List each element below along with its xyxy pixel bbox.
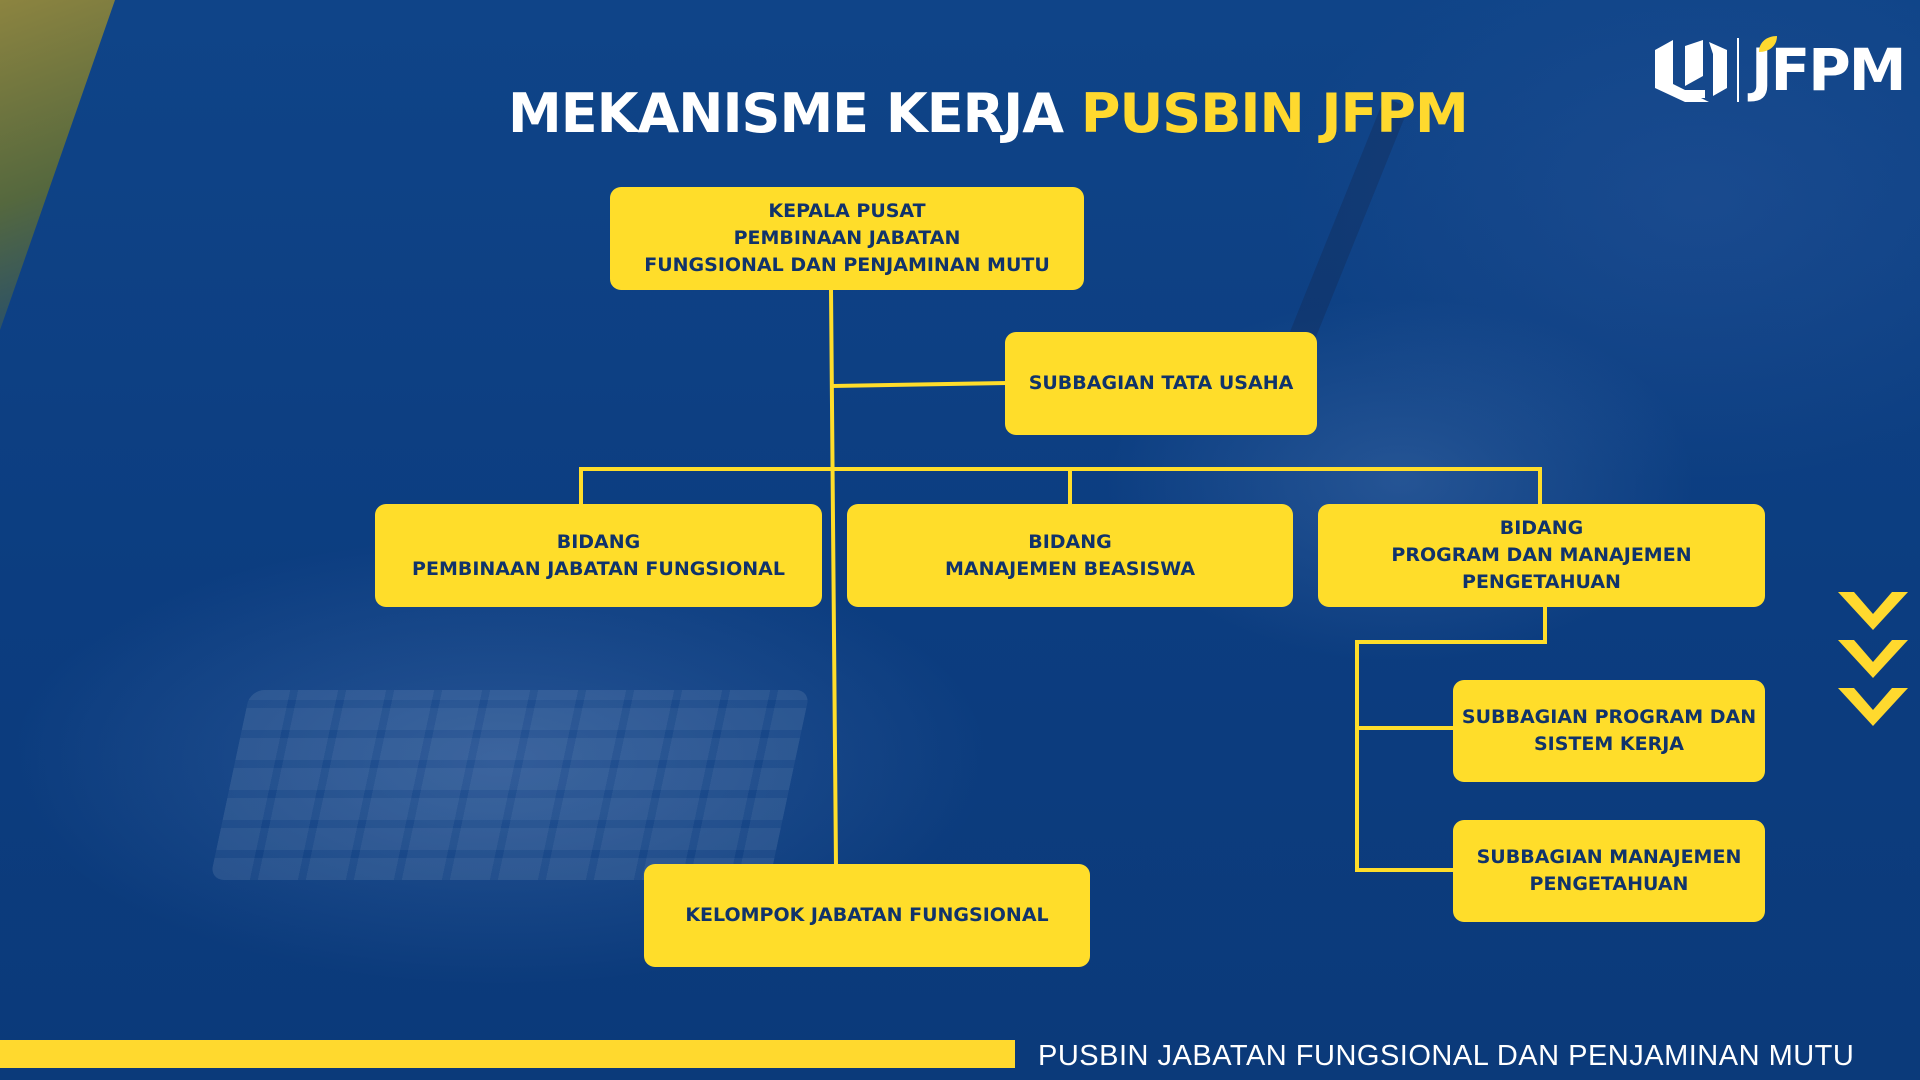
- logo-wordmark: JFPM: [1751, 36, 1906, 104]
- jfpm-logo: JFPM: [1655, 36, 1906, 106]
- footer-text: PUSBIN JABATAN FUNGSIONAL DAN PENJAMINAN…: [1038, 1040, 1855, 1072]
- box-kepala-pusat: KEPALA PUSAT PEMBINAAN JABATAN FUNGSIONA…: [610, 187, 1084, 290]
- box-subbagian-tata-usaha: SUBBAGIAN TATA USAHA: [1005, 332, 1317, 435]
- connector-tata-usaha: [830, 380, 1008, 389]
- box-bidang-manajemen-beasiswa: BIDANG MANAJEMEN BEASISWA: [847, 504, 1293, 607]
- footer-accent-bar: [0, 1040, 1015, 1068]
- title-part-white: MEKANISME KERJA: [508, 82, 1064, 145]
- chevron-down-icon: [1838, 592, 1908, 726]
- page-title: MEKANISME KERJA PUSBIN JFPM: [508, 78, 1469, 150]
- box-kelompok-jabatan-fungsional: KELOMPOK JABATAN FUNGSIONAL: [644, 864, 1090, 967]
- box-bidang-jabatan-fungsional: BIDANG PEMBINAAN JABATAN FUNGSIONAL: [375, 504, 822, 607]
- box-subbagian-manajemen: SUBBAGIAN MANAJEMEN PENGETAHUAN: [1453, 820, 1765, 922]
- leaf-sprout-icon: [1759, 36, 1777, 52]
- box-subbagian-program: SUBBAGIAN PROGRAM DAN SISTEM KERJA: [1453, 680, 1765, 782]
- title-part-yellow: PUSBIN JFPM: [1080, 82, 1469, 145]
- box-bidang-program: BIDANG PROGRAM DAN MANAJEMEN PENGETAHUAN: [1318, 504, 1765, 607]
- connector-program-down: [1355, 604, 1547, 872]
- cube-u-icon: [1655, 40, 1727, 102]
- connector-head-trunk: [828, 287, 839, 869]
- logo-divider: [1737, 38, 1739, 102]
